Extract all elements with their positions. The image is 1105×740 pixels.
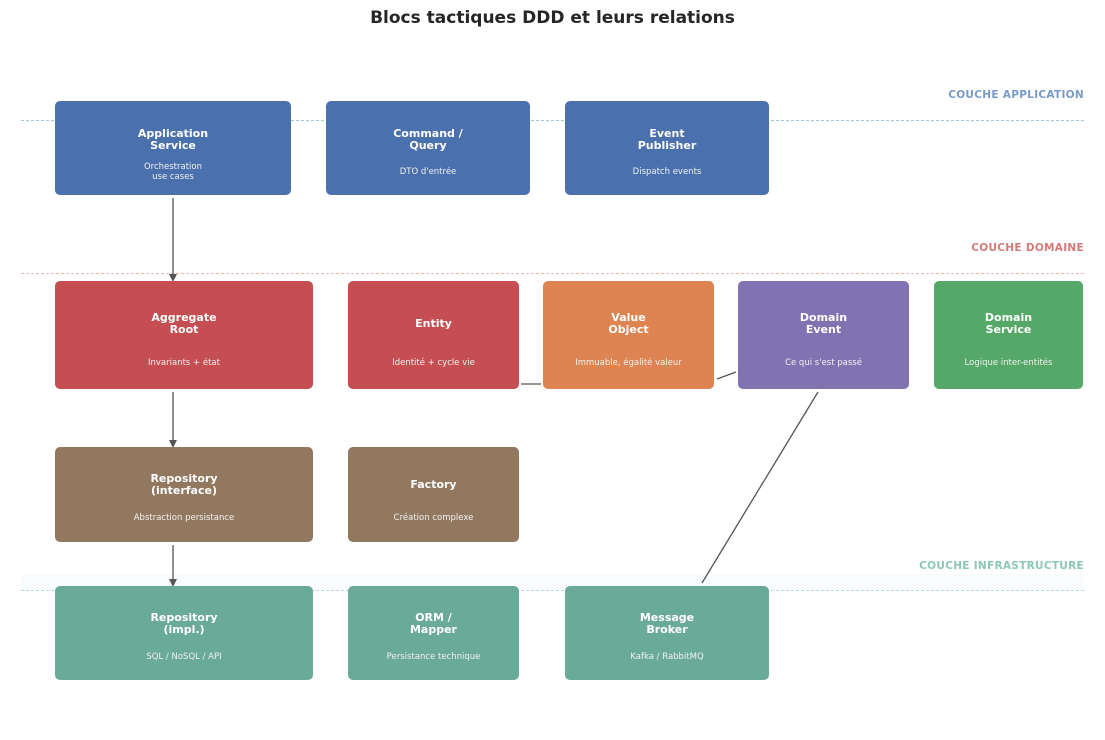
layer-divider-domaine: [21, 273, 1084, 274]
block-description: Ce qui s'est passé: [785, 358, 862, 368]
block-repository-interface: Repository (interface) Abstraction persi…: [55, 447, 313, 542]
block-factory: Factory Création complexe: [348, 447, 519, 542]
block-description: Identité + cycle vie: [392, 358, 475, 368]
layer-divider-application: [21, 120, 1084, 121]
block-name: Entity: [415, 317, 452, 330]
block-description: SQL / NoSQL / API: [146, 652, 222, 662]
block-orm-mapper: ORM / Mapper Persistance technique: [348, 586, 519, 680]
block-message-broker: Message Broker Kafka / RabbitMQ: [565, 586, 769, 680]
block-description: Kafka / RabbitMQ: [630, 652, 704, 662]
relation-value-object-to-domain-event: [716, 371, 737, 380]
block-description: Orchestration use cases: [143, 162, 203, 182]
block-name: Domain Event: [799, 311, 848, 336]
layer-label-domaine: COUCHE DOMAINE: [971, 242, 1084, 254]
block-entity: Entity Identité + cycle vie: [348, 281, 519, 389]
block-repository-impl: Repository (impl.) SQL / NoSQL / API: [55, 586, 313, 680]
block-command-query: Command / Query DTO d'entrée: [326, 101, 530, 195]
block-application-service: Application Service Orchestration use ca…: [55, 101, 291, 195]
block-name: Message Broker: [639, 611, 695, 636]
block-name: Value Object: [608, 311, 649, 336]
block-domain-service: Domain Service Logique inter-entités: [934, 281, 1083, 389]
block-description: Persistance technique: [386, 652, 481, 662]
block-domain-event: Domain Event Ce qui s'est passé: [738, 281, 909, 389]
block-event-publisher: Event Publisher Dispatch events: [565, 101, 769, 195]
layer-label-application: COUCHE APPLICATION: [948, 89, 1084, 101]
block-description: Dispatch events: [632, 167, 702, 177]
block-name: ORM / Mapper: [409, 611, 457, 636]
block-name: Repository (impl.): [150, 611, 218, 636]
block-description: Abstraction persistance: [133, 513, 235, 523]
relation-domain-event-to-message-broker: [701, 391, 819, 584]
layer-label-infrastructure: COUCHE INFRASTRUCTURE: [919, 560, 1084, 572]
block-description: Immuable, égalité valeur: [575, 358, 682, 368]
block-name: Application Service: [137, 127, 209, 152]
block-name: Aggregate Root: [151, 311, 217, 336]
block-description: Création complexe: [393, 513, 474, 523]
diagram-title: Blocs tactiques DDD et leurs relations: [370, 8, 735, 28]
block-value-object: Value Object Immuable, égalité valeur: [543, 281, 714, 389]
layer-divider-infrastructure: [21, 590, 1084, 591]
block-name: Command / Query: [393, 127, 463, 152]
block-name: Event Publisher: [637, 127, 697, 152]
block-aggregate-root: Aggregate Root Invariants + état: [55, 281, 313, 389]
block-description: DTO d'entrée: [399, 167, 457, 177]
block-name: Repository (interface): [150, 472, 218, 497]
block-description: Invariants + état: [148, 358, 220, 368]
block-description: Logique inter-entités: [964, 358, 1053, 368]
block-name: Factory: [410, 478, 457, 491]
block-name: Domain Service: [984, 311, 1033, 336]
